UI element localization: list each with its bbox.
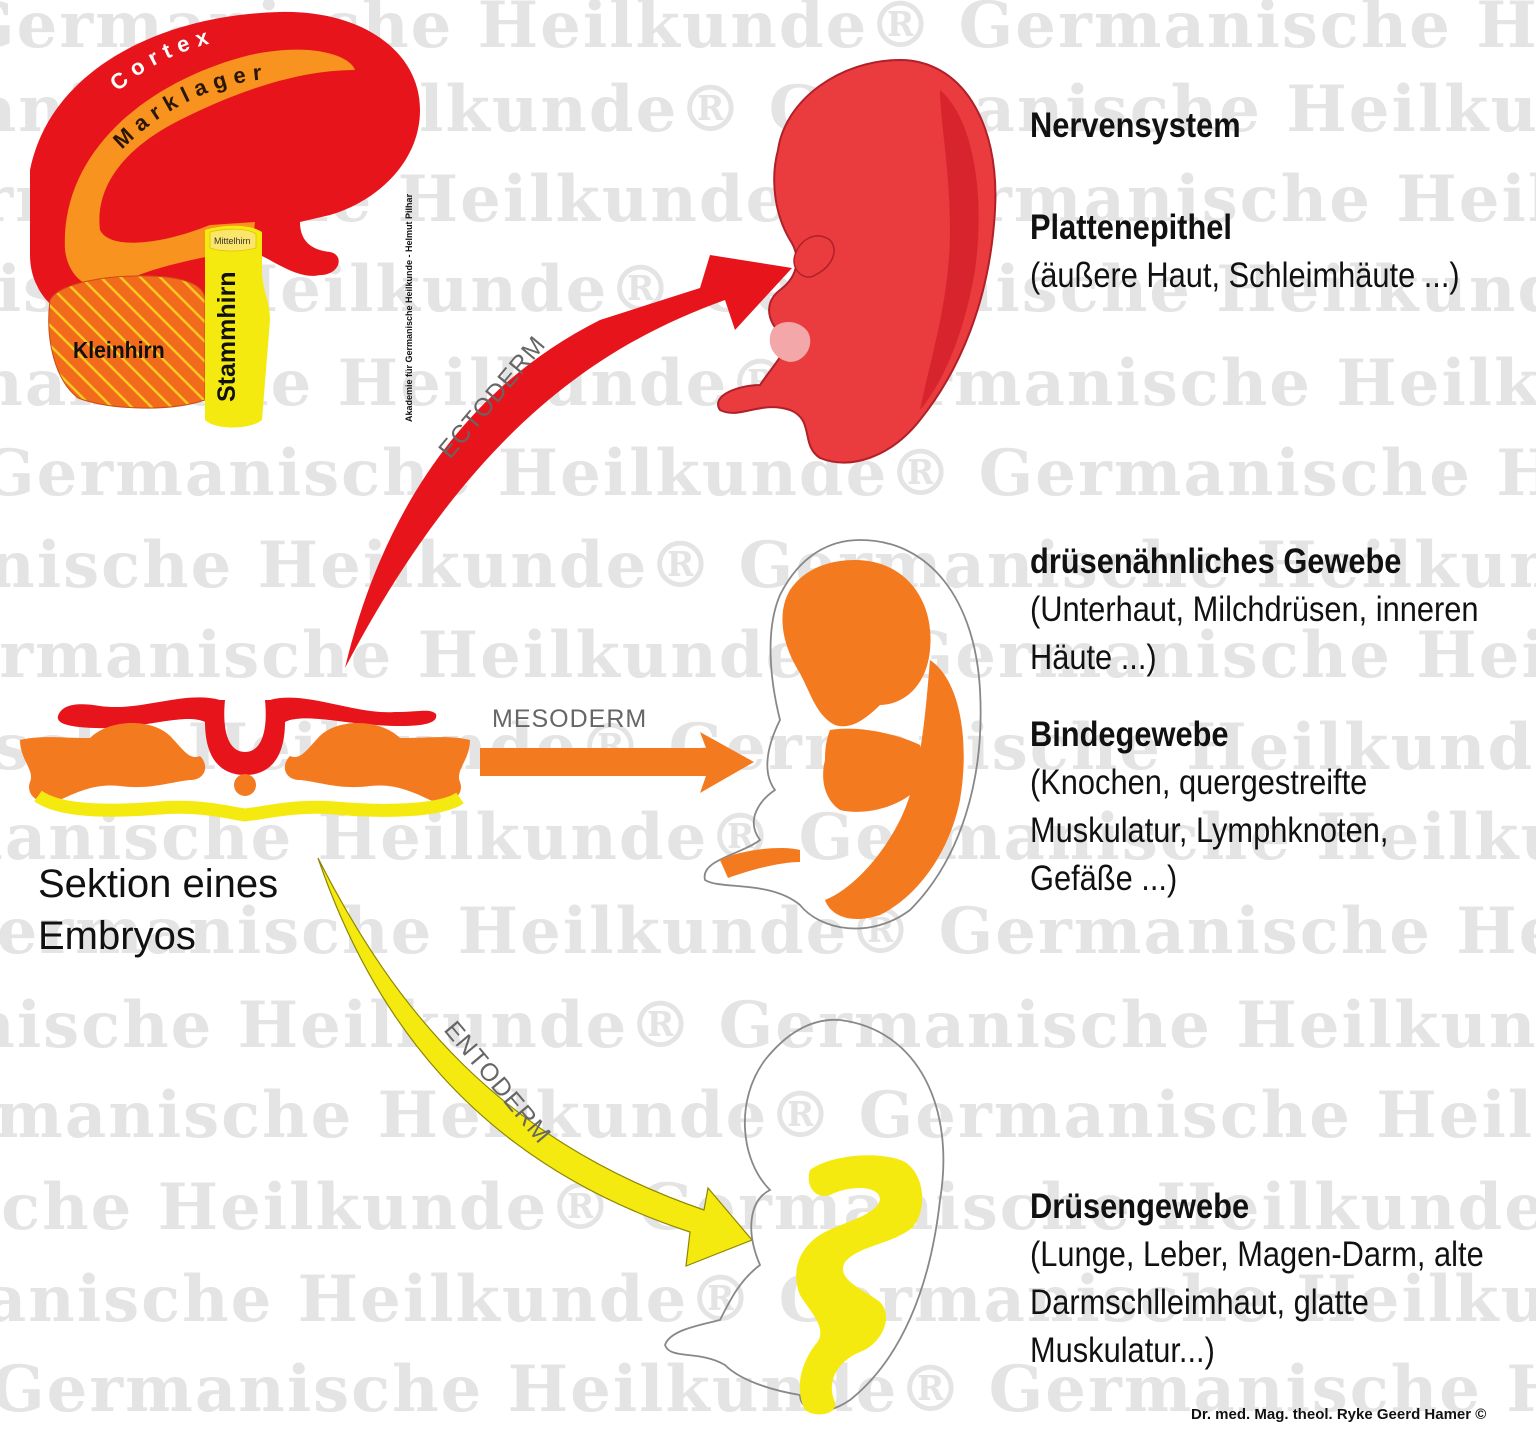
section-orange-layer	[20, 723, 206, 803]
section-label: Sektion eines Embryos	[38, 862, 279, 958]
brain-illustration: Cortex Marklager Mittelhirn Kleinhirn St…	[30, 11, 420, 428]
embryo-ectoderm	[717, 58, 997, 464]
embryo-body-red	[717, 58, 997, 464]
copyright: Dr. med. Mag. theol. Ryke Geerd Hamer ©	[1191, 1406, 1487, 1423]
embryo-entoderm	[664, 1019, 945, 1415]
kleinhirn-region	[48, 275, 206, 409]
watermark-text: Germanische Heilkunde® Germanische Heilk…	[0, 894, 1536, 969]
embryo-section	[20, 697, 470, 822]
mittelhirn-label: Mittelhirn	[214, 236, 251, 246]
academy-credit: Akademie für Germanische Heilkunde - Hel…	[404, 193, 414, 422]
mittelhirn-region	[209, 228, 257, 252]
embryo-spine-orange	[825, 660, 964, 920]
watermark-text: Germanische Heilkunde® Germanische Heilk…	[0, 1262, 1536, 1337]
watermark-text: Germanische Heilkunde® Germanische Heilk…	[0, 1170, 1536, 1245]
marklager-region	[64, 49, 355, 291]
tissue-title: Drüsengewebe	[1030, 1187, 1250, 1226]
entoderm-arrow	[317, 857, 753, 1267]
kleinhirn-label: Kleinhirn	[73, 337, 165, 363]
watermark-text: Germanische Heilkunde® Germanische Heilk…	[0, 618, 1536, 693]
section-red-layer	[57, 697, 437, 775]
stammhirn-region	[205, 225, 270, 428]
tissue-description: (Lunge, Leber, Magen-Darm, alte Darmschl…	[1030, 1235, 1484, 1370]
section-yellow-layer	[34, 790, 464, 822]
embryo-outline-mesoderm	[703, 539, 982, 930]
embryo-arm-orange	[720, 848, 800, 878]
tissue-title: drüsenähnliches Gewebe	[1030, 542, 1402, 581]
embryo-mesoderm	[703, 539, 982, 930]
tissue-description: (Knochen, quergestreifte Muskulatur, Lym…	[1030, 763, 1389, 898]
embryo-ribs-orange	[823, 728, 922, 812]
tissue-description: (Unterhaut, Milchdrüsen, inneren Häute .…	[1030, 590, 1479, 677]
watermark-text: Germanische Heilkunde® Germanische Heilk…	[0, 1078, 1536, 1153]
embryo-head-orange	[782, 560, 931, 727]
embryo-limb-red	[793, 235, 835, 278]
stammhirn-label: Stammhirn	[213, 271, 241, 402]
watermark-text: Germanische Heilkunde® Germanische Heilk…	[0, 988, 1536, 1063]
ectoderm-arrow	[345, 255, 792, 668]
tissue-title: Bindegewebe	[1030, 715, 1229, 754]
section-orange-layer	[284, 723, 470, 803]
embryo-outline-entoderm	[664, 1019, 945, 1412]
mesoderm-arrow	[480, 732, 754, 793]
tissue-title: Plattenepithel	[1030, 208, 1232, 247]
tissue-description: (äußere Haut, Schleimhäute ...)	[1030, 256, 1460, 295]
tissue-title: Nervensystem	[1030, 106, 1241, 145]
embryo-body-red-highlight	[920, 90, 979, 410]
mesoderm-label: MESODERM	[492, 705, 647, 733]
notochord	[234, 774, 256, 796]
embryo-gut-yellow	[796, 1155, 923, 1415]
watermark-text: Germanische Heilkunde® Germanische Heilk…	[0, 1352, 1536, 1427]
embryo-tail-pink	[769, 321, 811, 362]
